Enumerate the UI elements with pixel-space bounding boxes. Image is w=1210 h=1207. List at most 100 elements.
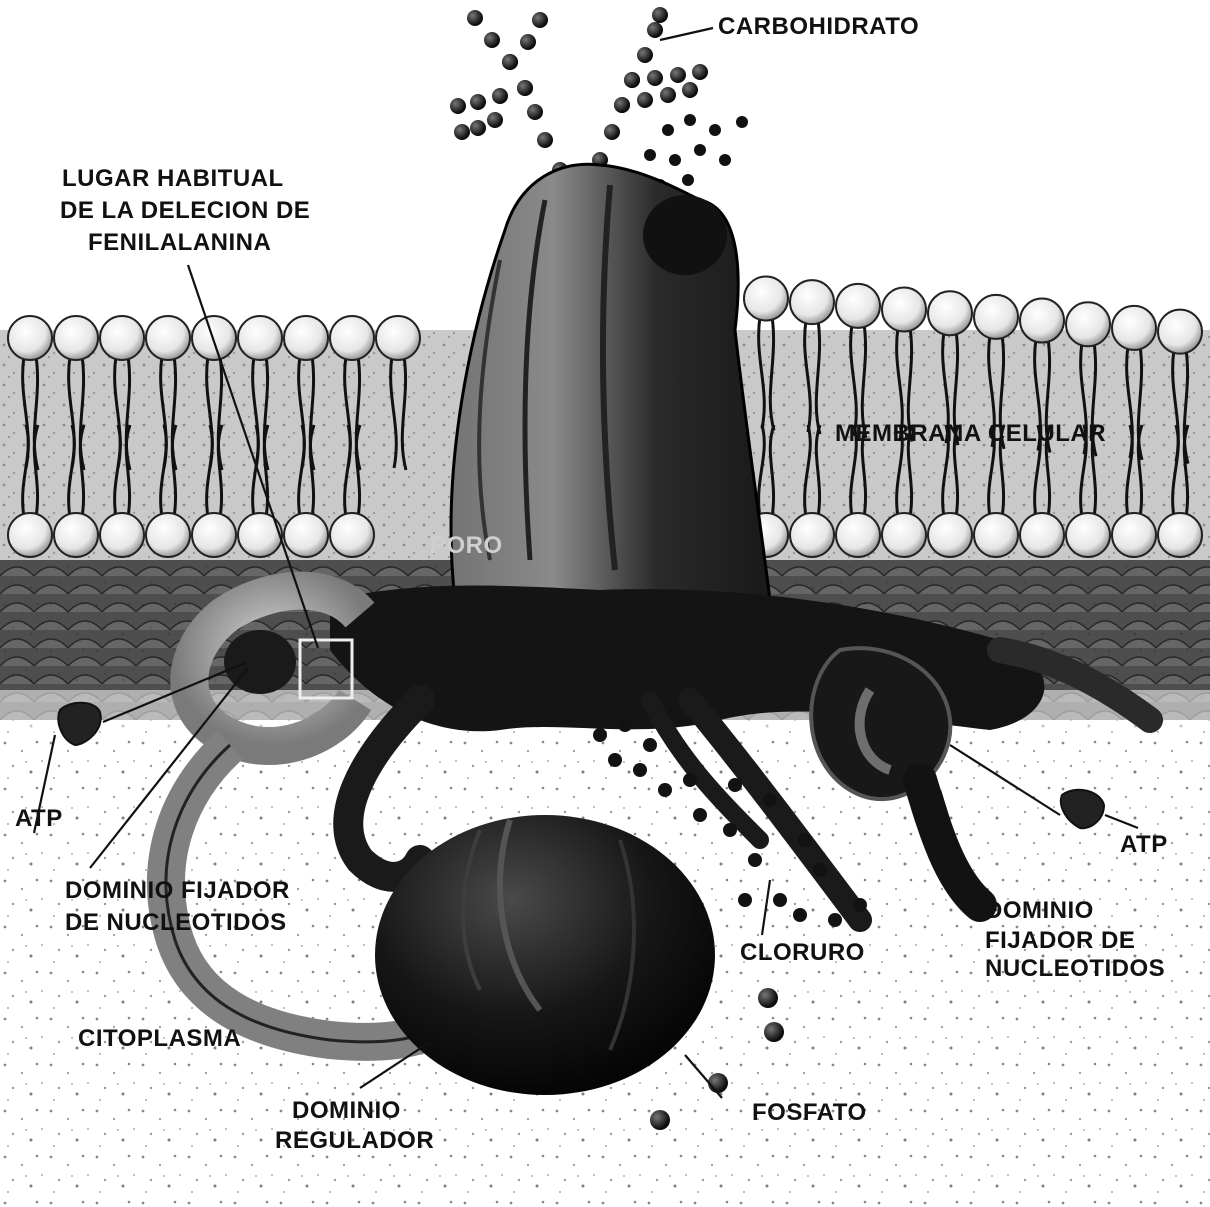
label-membrana: MEMBRANA CELULAR [835,420,1106,447]
lipid-head [928,513,972,557]
lipid-head [974,295,1018,339]
lipid-head [1066,513,1110,557]
chloride-ion [763,793,777,807]
lipid-head [928,291,972,335]
carbohydrate-bead [492,88,508,104]
lipid-head [100,513,144,557]
carbohydrate-bead [614,97,630,113]
chloride-ion [828,913,842,927]
label-fosfato: FOSFATO [752,1099,867,1126]
chloride-ion [633,763,647,777]
label-poro: PORO [430,532,503,559]
extracellular-dot [669,154,681,166]
carbohydrate-bead [682,82,698,98]
extracellular-dot [682,174,694,186]
label-dominio-right-line3: NUCLEOTIDOS [985,955,1165,982]
carbohydrate-bead [637,92,653,108]
lipid-head [238,316,282,360]
lipid-head [146,316,190,360]
lipid-head [1158,513,1202,557]
extracellular-dot [719,154,731,166]
carbohydrate-bead [637,47,653,63]
label-regulador-line2: REGULADOR [275,1127,434,1154]
label-cloruro: CLORURO [740,939,865,966]
chloride-ion [793,908,807,922]
lipid-head [330,513,374,557]
carbohydrate-bead [604,124,620,140]
carbohydrate-bead [670,67,686,83]
lipid-head [100,316,144,360]
carbohydrate-bead [537,132,553,148]
lipid-head [974,513,1018,557]
carbohydrate-bead [467,10,483,26]
carbohydrate-bead [527,104,543,120]
chloride-ion [853,898,867,912]
chloride-ion [593,728,607,742]
carbohydrate-bead [647,22,663,38]
lipid-head [1112,306,1156,350]
chloride-ion [608,753,622,767]
lipid-head [882,288,926,332]
label-regulador-line1: DOMINIO [292,1097,401,1124]
chloride-ion [773,893,787,907]
carbohydrate-bead [660,87,676,103]
lipid-head [1020,299,1064,343]
label-dominio-left-line2: DE NUCLEOTIDOS [65,909,287,936]
chloride-ion [693,808,707,822]
lipid-head [8,513,52,557]
carbohydrate-bead [624,72,640,88]
carbohydrate-bead [692,64,708,80]
chloride-ion [748,853,762,867]
chloride-ion [658,783,672,797]
lipid-head [882,513,926,557]
carbohydrate-bead [484,32,500,48]
extracellular-lobe [643,195,727,275]
lipid-head [790,280,834,324]
lipid-head [192,513,236,557]
lipid-head [1066,302,1110,346]
chloride-ion [728,778,742,792]
carbohydrate-bead [450,98,466,114]
lipid-head [744,276,788,320]
extracellular-dot [709,124,721,136]
lipid-head [330,316,374,360]
carbohydrate-bead [470,94,486,110]
chloride-ion [723,823,737,837]
chloride-ion [813,863,827,877]
extracellular-dot [684,114,696,126]
chloride-ion [643,738,657,752]
chloride-ion [798,833,812,847]
lipid-head [376,316,420,360]
label-atp-right: ATP [1120,831,1168,858]
lipid-head [192,316,236,360]
carbohydrate-bead [647,70,663,86]
lipid-head [54,513,98,557]
label-atp-left: ATP [15,805,63,832]
label-dominio-right-line1: DOMINIO [985,897,1094,924]
chloride-ion [683,773,697,787]
lipid-head [146,513,190,557]
lipid-head [284,316,328,360]
extracellular-dot [694,144,706,156]
label-lugar-line3: FENILALANINA [88,229,271,256]
lipid-head [1020,513,1064,557]
label-carbohidrato: CARBOHIDRATO [718,13,919,40]
label-citoplasma: CITOPLASMA [78,1025,241,1052]
lipid-head [790,513,834,557]
regulatory-domain [375,815,715,1095]
label-dominio-left-line1: DOMINIO FIJADOR [65,877,290,904]
lipid-head [8,316,52,360]
label-lugar-line1: LUGAR HABITUAL [62,165,284,192]
carbohydrate-bead [652,7,668,23]
lipid-head [1112,513,1156,557]
lipid-head [836,284,880,328]
carbohydrate-bead [520,34,536,50]
label-dominio-right-line2: FIJADOR DE [985,927,1135,954]
extracellular-dot [644,149,656,161]
lipid-head [836,513,880,557]
lipid-head [284,513,328,557]
chloride-ion [738,893,752,907]
carbohydrate-bead [470,120,486,136]
